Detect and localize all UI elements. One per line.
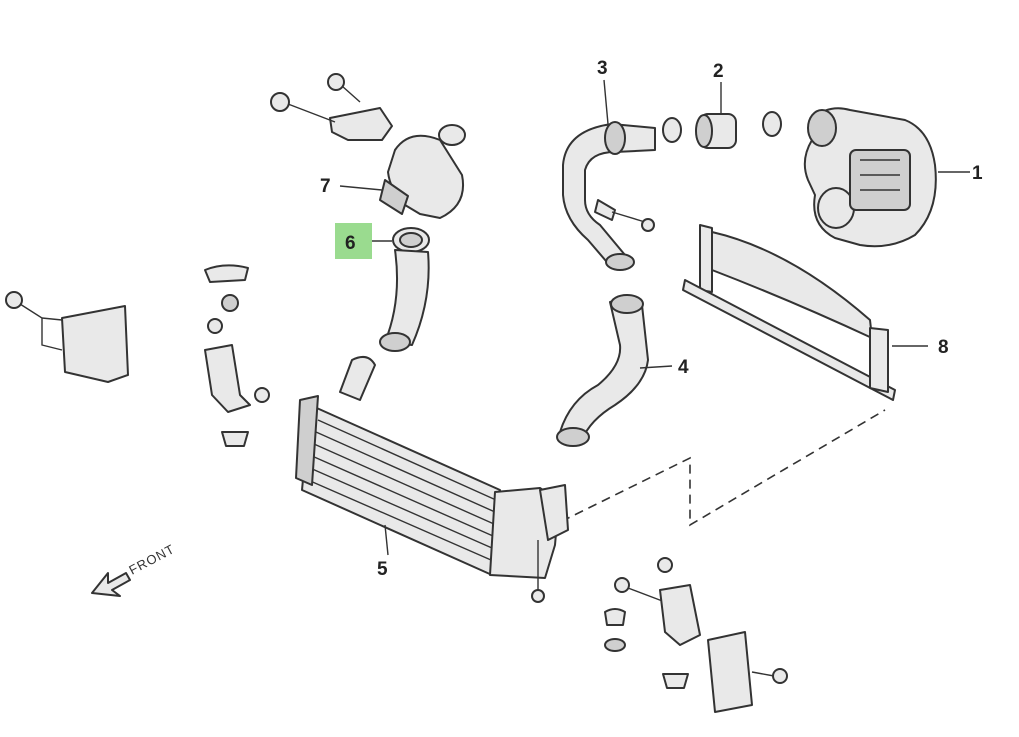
callout-label-5: 5 xyxy=(377,559,388,580)
callout-6: 6 xyxy=(335,223,372,259)
callout-2: 2 xyxy=(713,61,724,82)
callout-1: 1 xyxy=(972,163,983,184)
hose-clamp xyxy=(392,227,430,253)
radiator-shield xyxy=(682,224,896,401)
callout-label-7: 7 xyxy=(320,176,331,197)
mounting-dashed-outline xyxy=(547,409,886,529)
callout-label-4: 4 xyxy=(678,357,689,378)
intercooler-lower-pipe xyxy=(556,294,649,447)
front-label: FRONT xyxy=(126,541,177,578)
turbocharger xyxy=(803,107,937,248)
callout-leaders xyxy=(339,79,970,556)
intercooler-inlet-hose xyxy=(339,249,430,401)
callout-3: 3 xyxy=(597,58,608,79)
callout-6-highlight xyxy=(335,223,372,259)
intercooler xyxy=(295,395,569,603)
callout-7: 7 xyxy=(320,176,331,197)
callout-5: 5 xyxy=(377,559,388,580)
callout-label-2: 2 xyxy=(713,61,724,82)
lower-mount-bracket xyxy=(604,557,788,713)
air-duct xyxy=(379,124,466,219)
callout-4: 4 xyxy=(678,357,689,378)
upper-bracket xyxy=(270,73,393,141)
callout-8: 8 xyxy=(938,337,949,358)
deflector-panel xyxy=(5,291,129,383)
callout-label-6: 6 xyxy=(345,233,356,254)
side-mount-bracket xyxy=(204,264,270,447)
callout-label-1: 1 xyxy=(972,163,983,184)
callout-label-8: 8 xyxy=(938,337,949,358)
intercooler-outlet-pipe xyxy=(562,121,656,271)
callout-label-3: 3 xyxy=(597,58,608,79)
hose-coupler xyxy=(662,111,782,149)
front-direction-indicator: FRONT xyxy=(91,541,177,597)
